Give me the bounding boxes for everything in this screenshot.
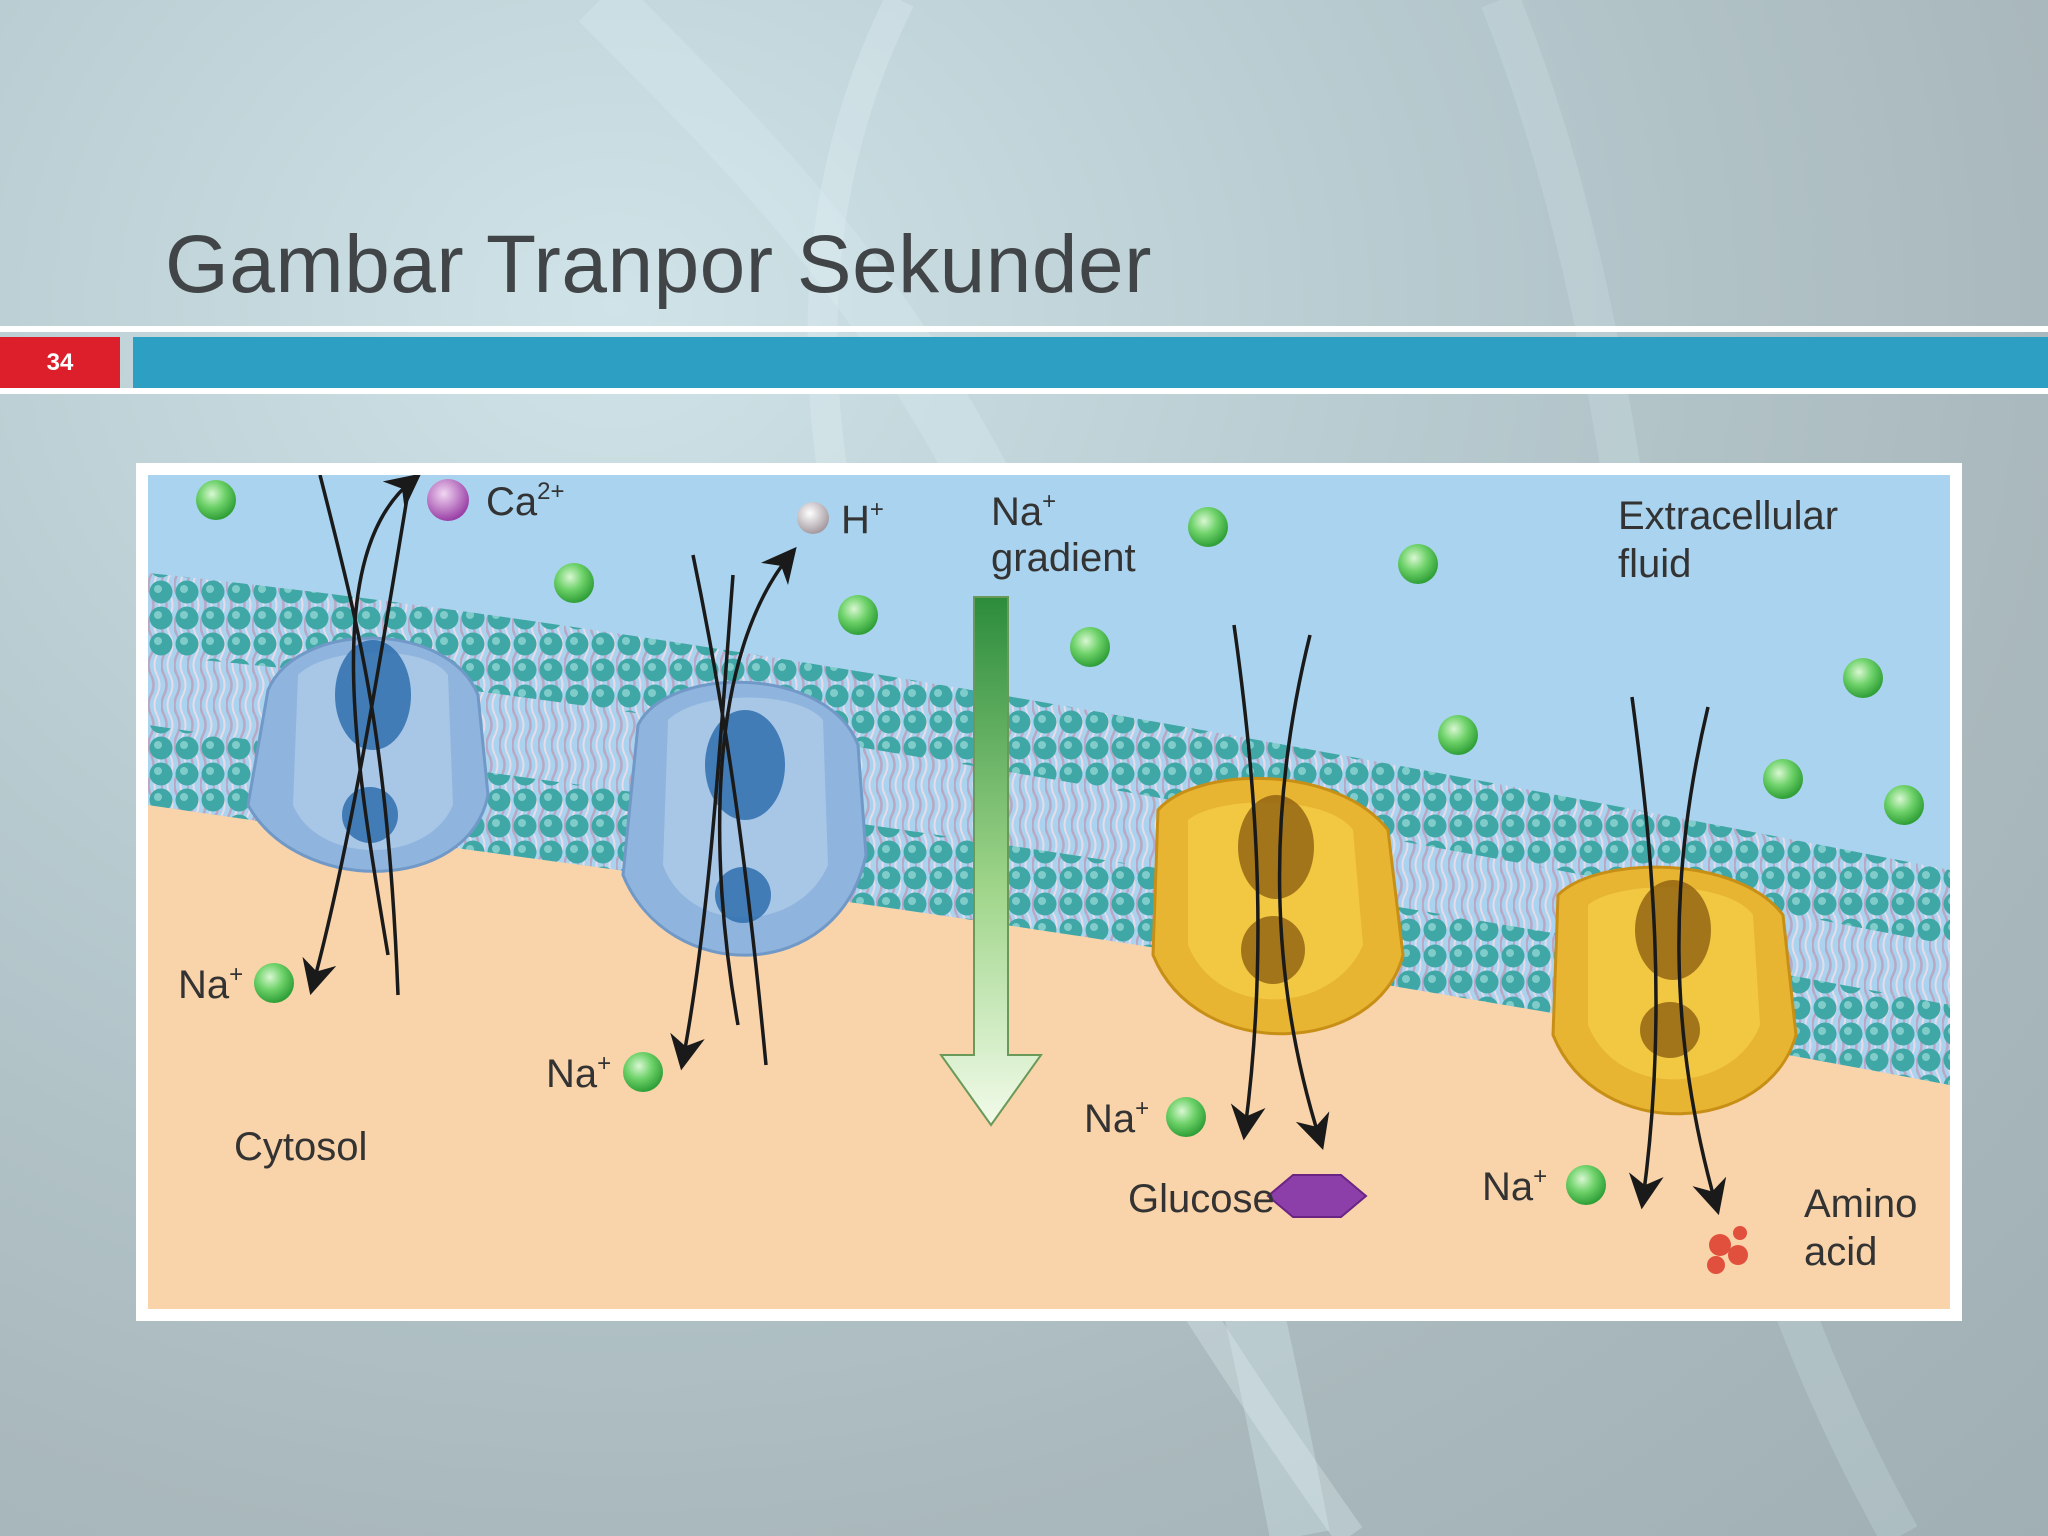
na-gradient-label-line1: Na+: [991, 488, 1056, 534]
amino-acid-label-line1: Amino: [1804, 1182, 1917, 1226]
sodium-ion-1: [254, 963, 294, 1003]
extracellular-sodium-ions: [196, 480, 1924, 825]
glucose-label: Glucose: [1128, 1177, 1275, 1221]
lipid-bilayer: [148, 573, 1950, 1085]
antiporter1-out-path: [318, 475, 400, 996]
na-amino-acid-symporter: [1551, 865, 1798, 1116]
secondary-transport-diagram: Ca2+ H+ Na+ gradient Extracellular fluid…: [148, 475, 1950, 1309]
slide-number-badge: 34: [0, 337, 120, 389]
title-accent-bar: [133, 337, 2048, 389]
h-label: H+: [841, 496, 884, 542]
amino-acid-label-line2: acid: [1804, 1230, 1877, 1274]
na-label-1: Na+: [178, 961, 243, 1007]
na-label-2: Na+: [546, 1050, 611, 1096]
diagram-labels: Ca2+ H+ Na+ gradient Extracellular fluid…: [178, 478, 1917, 1274]
na-label-3: Na+: [1084, 1095, 1149, 1141]
figure-frame: Ca2+ H+ Na+ gradient Extracellular fluid…: [136, 463, 1962, 1321]
sodium-ion-3: [1166, 1097, 1206, 1137]
na-amino-arrow-1: [1628, 696, 1664, 1210]
cytosol-region: [148, 805, 1950, 1309]
sodium-ion-4: [1566, 1165, 1606, 1205]
antiporter2-path: [691, 554, 768, 1066]
bottom-divider-line: [0, 388, 2048, 394]
ion-markers: [254, 479, 1748, 1274]
sodium-ion-2: [623, 1052, 663, 1092]
cytosol-label: Cytosol: [234, 1125, 367, 1169]
top-divider-line: [0, 326, 2048, 332]
ca-label: Ca2+: [486, 478, 565, 524]
ca-out-arrow: [351, 475, 422, 956]
transport-arrows: [302, 475, 1727, 1216]
na-glucose-arrow-2: [1277, 634, 1330, 1151]
glucose-molecule: [1266, 1174, 1368, 1218]
na-glucose-arrow-1: [1230, 624, 1266, 1141]
extracellular-label-line2: fluid: [1618, 542, 1691, 586]
na-in-arrow-1: [302, 479, 412, 996]
na-amino-arrow-2: [1677, 706, 1727, 1216]
calcium-ion: [427, 479, 469, 521]
proton-ion: [797, 502, 829, 534]
slide-title: Gambar Tranpor Sekunder: [165, 219, 1152, 310]
na-gradient-arrow: [939, 596, 1043, 1127]
extracellular-label-line1: Extracellular: [1618, 494, 1838, 538]
na-gradient-label-line2: gradient: [991, 536, 1136, 580]
na-proton-antiporter: [621, 680, 868, 957]
amino-acid-molecule: [1707, 1226, 1748, 1274]
h-out-arrow: [717, 546, 797, 1026]
slide-number: 34: [46, 349, 74, 376]
na-glucose-symporter: [1151, 776, 1405, 1036]
na-label-4: Na+: [1482, 1163, 1547, 1209]
na-in-arrow-2: [670, 574, 735, 1071]
